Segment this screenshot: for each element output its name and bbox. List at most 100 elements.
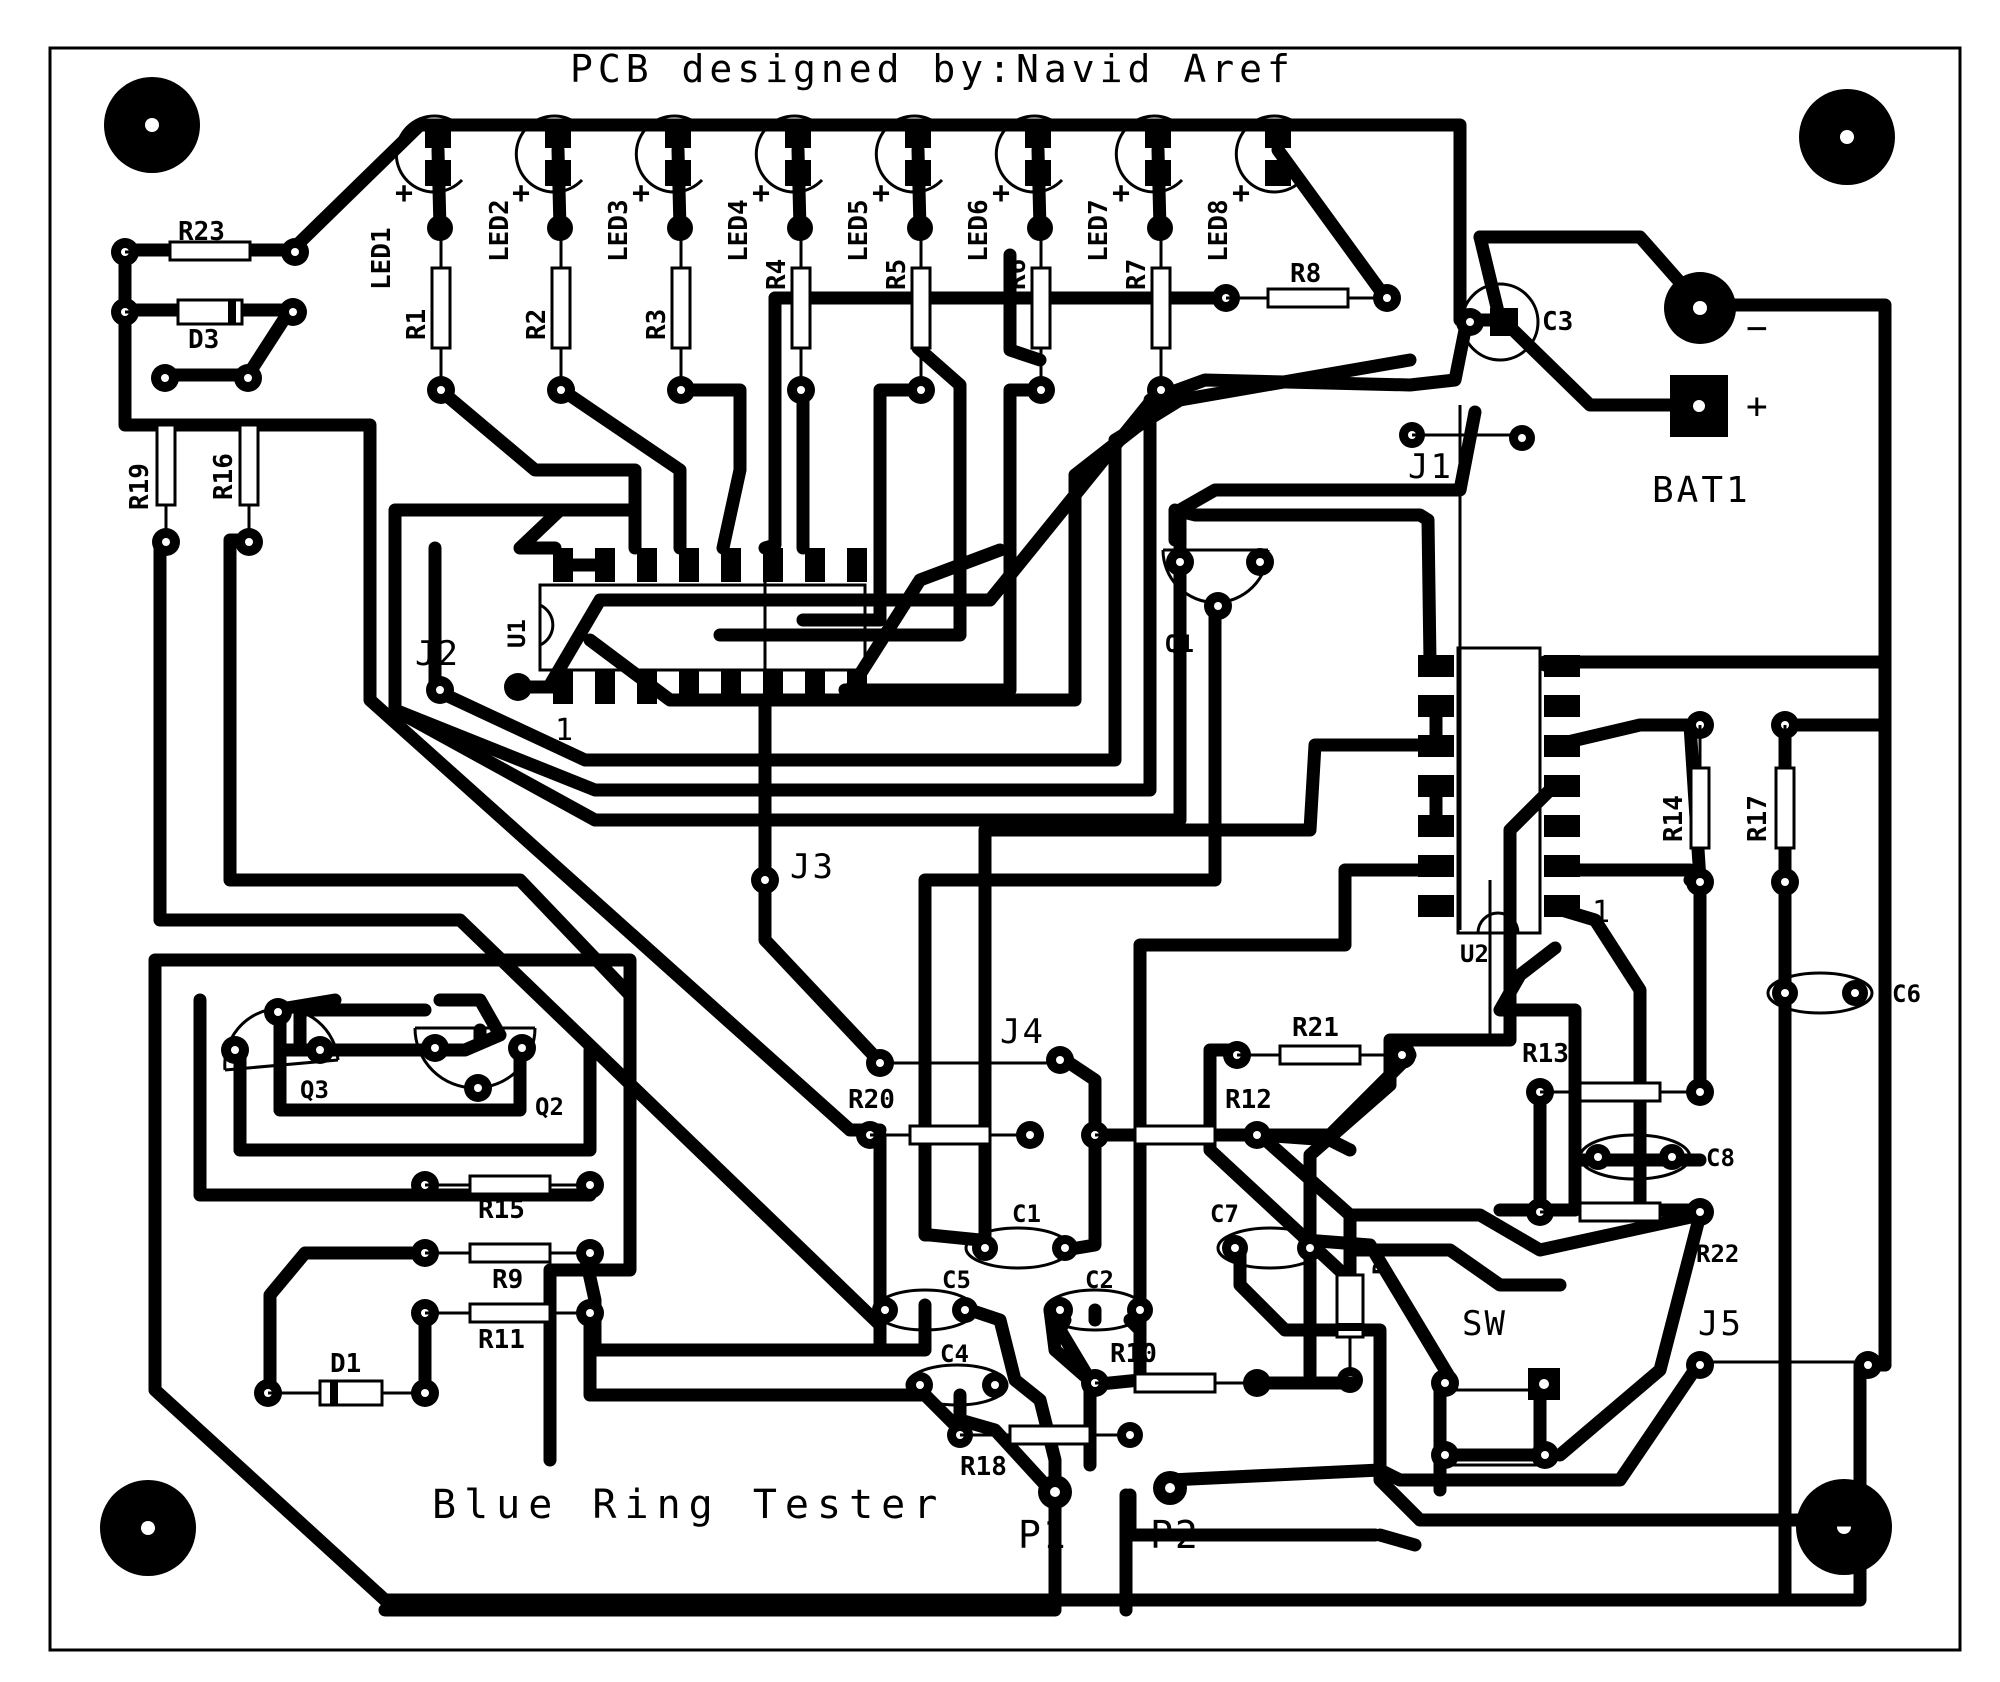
r14-r17: R14 R17	[1659, 711, 1799, 896]
led4-label: LED4	[724, 199, 754, 262]
r22-label: R22	[1696, 1240, 1739, 1268]
r18: R18	[947, 1422, 1143, 1482]
d3-label: D3	[188, 325, 219, 355]
c4-label: C4	[940, 1340, 969, 1368]
led1-plus: +	[395, 176, 413, 211]
j1: J1	[1399, 422, 1535, 487]
c3: C3	[1456, 282, 1573, 362]
c8-label: C8	[1706, 1144, 1735, 1172]
led1-label: LED1	[367, 227, 397, 290]
r21-label: R21	[1292, 1013, 1339, 1043]
r7	[1147, 228, 1175, 404]
resistor-column: R1 R2 R3 R4 R5 R6 R7	[402, 228, 1175, 404]
r6	[1027, 228, 1055, 404]
battery: − + BAT1	[1652, 272, 1770, 511]
r12-label: R12	[1225, 1085, 1272, 1115]
p1: P1	[1018, 1475, 1072, 1557]
c6-label: C6	[1892, 980, 1921, 1008]
c8: C8	[1578, 1133, 1735, 1181]
c5: C5	[872, 1266, 978, 1332]
battery-label: BAT1	[1652, 470, 1751, 511]
c7: C7	[1210, 1200, 1324, 1270]
mounting-holes	[100, 77, 1895, 1576]
r20-label: R20	[848, 1085, 895, 1115]
j2-label: J2	[415, 634, 460, 674]
r8: R8	[1212, 259, 1401, 312]
r5-label: R5	[882, 259, 912, 290]
r21: R21	[1223, 1013, 1416, 1069]
u1-label: U1	[503, 619, 531, 648]
q3: Q3	[221, 998, 340, 1104]
r15: R15	[411, 1171, 604, 1225]
led7-label: LED7	[1084, 199, 1114, 262]
r9-label: R9	[492, 1265, 523, 1295]
u2-pin1-label: 1	[1592, 895, 1612, 930]
r14-label: R14	[1659, 795, 1689, 842]
r17-label: R17	[1743, 795, 1773, 842]
r9: R9	[411, 1239, 604, 1295]
q1-label: Q1	[1165, 630, 1194, 658]
r13: R13	[1522, 1039, 1714, 1106]
led3-label: LED3	[604, 199, 634, 262]
c2-label: C2	[1085, 1266, 1114, 1294]
r13-label: R13	[1522, 1039, 1569, 1069]
c4: C4	[905, 1340, 1009, 1407]
u2-label: U2	[1460, 940, 1489, 968]
led2-plus: +	[512, 176, 530, 211]
r3-label: R3	[642, 309, 672, 340]
r11: R11	[411, 1299, 604, 1355]
r7-label: R7	[1122, 259, 1152, 290]
u2: U2 1	[1418, 646, 1612, 968]
c7-label: C7	[1210, 1200, 1239, 1228]
p2-label: P2	[1150, 1513, 1200, 1557]
r22: R22	[1526, 1198, 1739, 1268]
j2: J2	[415, 634, 562, 704]
u1: U1 1	[503, 548, 867, 748]
j1-label: J1	[1408, 447, 1453, 487]
p1-label: P1	[1018, 1513, 1068, 1557]
r4	[787, 228, 815, 404]
led7-plus: +	[1112, 176, 1130, 211]
battery-minus-label: −	[1746, 308, 1770, 349]
r16-label: R16	[209, 453, 239, 500]
board-title: PCB designed by:Navid Aref	[570, 47, 1295, 91]
sw-label: SW	[1462, 1304, 1507, 1344]
r19-label: R19	[125, 463, 155, 510]
led5-plus: +	[872, 176, 890, 211]
battery-plus-label: +	[1746, 386, 1770, 427]
r19-r16: R19 R16	[125, 423, 263, 556]
q3-label: Q3	[300, 1076, 329, 1104]
d-label: D	[1368, 1261, 1396, 1275]
j4: J4	[866, 1012, 1074, 1077]
q2-label: Q2	[535, 1093, 564, 1121]
r23-label: R23	[178, 217, 225, 247]
p2: P2	[1150, 1471, 1200, 1557]
d1: D1	[254, 1349, 439, 1407]
sw: SW	[1431, 1304, 1560, 1469]
r6-label: R6	[1002, 259, 1032, 290]
r4-label: R4	[762, 259, 792, 290]
r20: R20	[848, 1085, 1044, 1149]
r1	[427, 228, 455, 404]
r12: R12	[1081, 1085, 1272, 1149]
r8-label: R8	[1290, 259, 1321, 289]
led-row: LED1 + LED2 + LED3 + LED4 + LED5 + LED6 …	[367, 114, 1392, 304]
r11-label: R11	[478, 1325, 525, 1355]
r18-label: R18	[960, 1452, 1007, 1482]
led5-label: LED5	[844, 199, 874, 262]
r2	[547, 228, 575, 404]
r2-label: R2	[522, 309, 552, 340]
c1-label: C1	[1012, 1200, 1041, 1228]
r10-label: R10	[1110, 1339, 1157, 1369]
j3: J3	[751, 847, 835, 894]
r10: R10	[1081, 1339, 1357, 1397]
c3-label: C3	[1542, 307, 1573, 337]
led6-plus: +	[992, 176, 1010, 211]
r23-d3: R23 D3	[111, 217, 309, 392]
j3-label: J3	[790, 847, 835, 887]
q2: Q2	[413, 1026, 564, 1121]
led8-label: LED8	[1204, 199, 1234, 262]
board-outline	[48, 46, 1962, 1652]
led-traces	[431, 143, 1392, 304]
